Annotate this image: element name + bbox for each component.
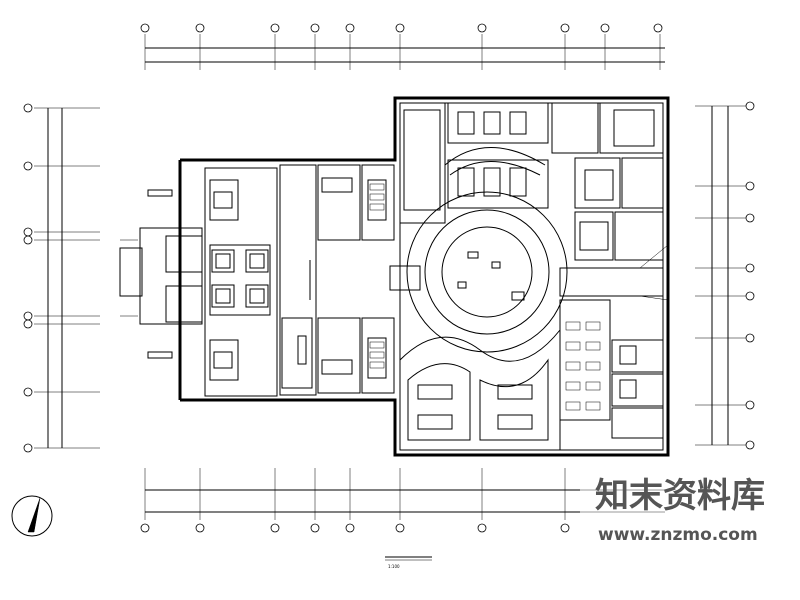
entrance-vestibule: [119, 227, 203, 325]
scale-label: 1:100: [388, 564, 400, 569]
top-axis-bubbles: [140, 23, 663, 33]
lobby-tiled-area: [204, 167, 278, 397]
bottom-dimension-lines: [144, 468, 665, 520]
upper-right-rooms: [399, 102, 664, 261]
watermark: 知末资料库 www.znzmo.com: [580, 462, 790, 560]
scale-bar: 1:100: [385, 556, 432, 569]
left-dimension-lines: [34, 107, 100, 449]
upper-rooms: [317, 164, 395, 241]
watermark-brand: 知末资料库: [595, 476, 765, 516]
lower-right-offices: [559, 299, 664, 439]
right-dimension-lines: [695, 105, 750, 446]
building-outline: [178, 96, 670, 457]
east-corridor: [389, 244, 669, 301]
bottom-axis-bubbles: [140, 523, 570, 533]
left-axis-bubbles: [23, 103, 33, 453]
left-side-tags: [120, 189, 173, 359]
right-axis-bubbles: [745, 101, 755, 450]
lower-curved-rooms: [399, 328, 561, 451]
top-dimension-lines: [144, 34, 665, 70]
lower-rooms: [317, 317, 395, 394]
watermark-url: www.znzmo.com: [598, 525, 758, 545]
north-arrow-icon: [11, 495, 53, 537]
central-rotunda: [406, 147, 568, 353]
left-corridor: [279, 164, 317, 396]
